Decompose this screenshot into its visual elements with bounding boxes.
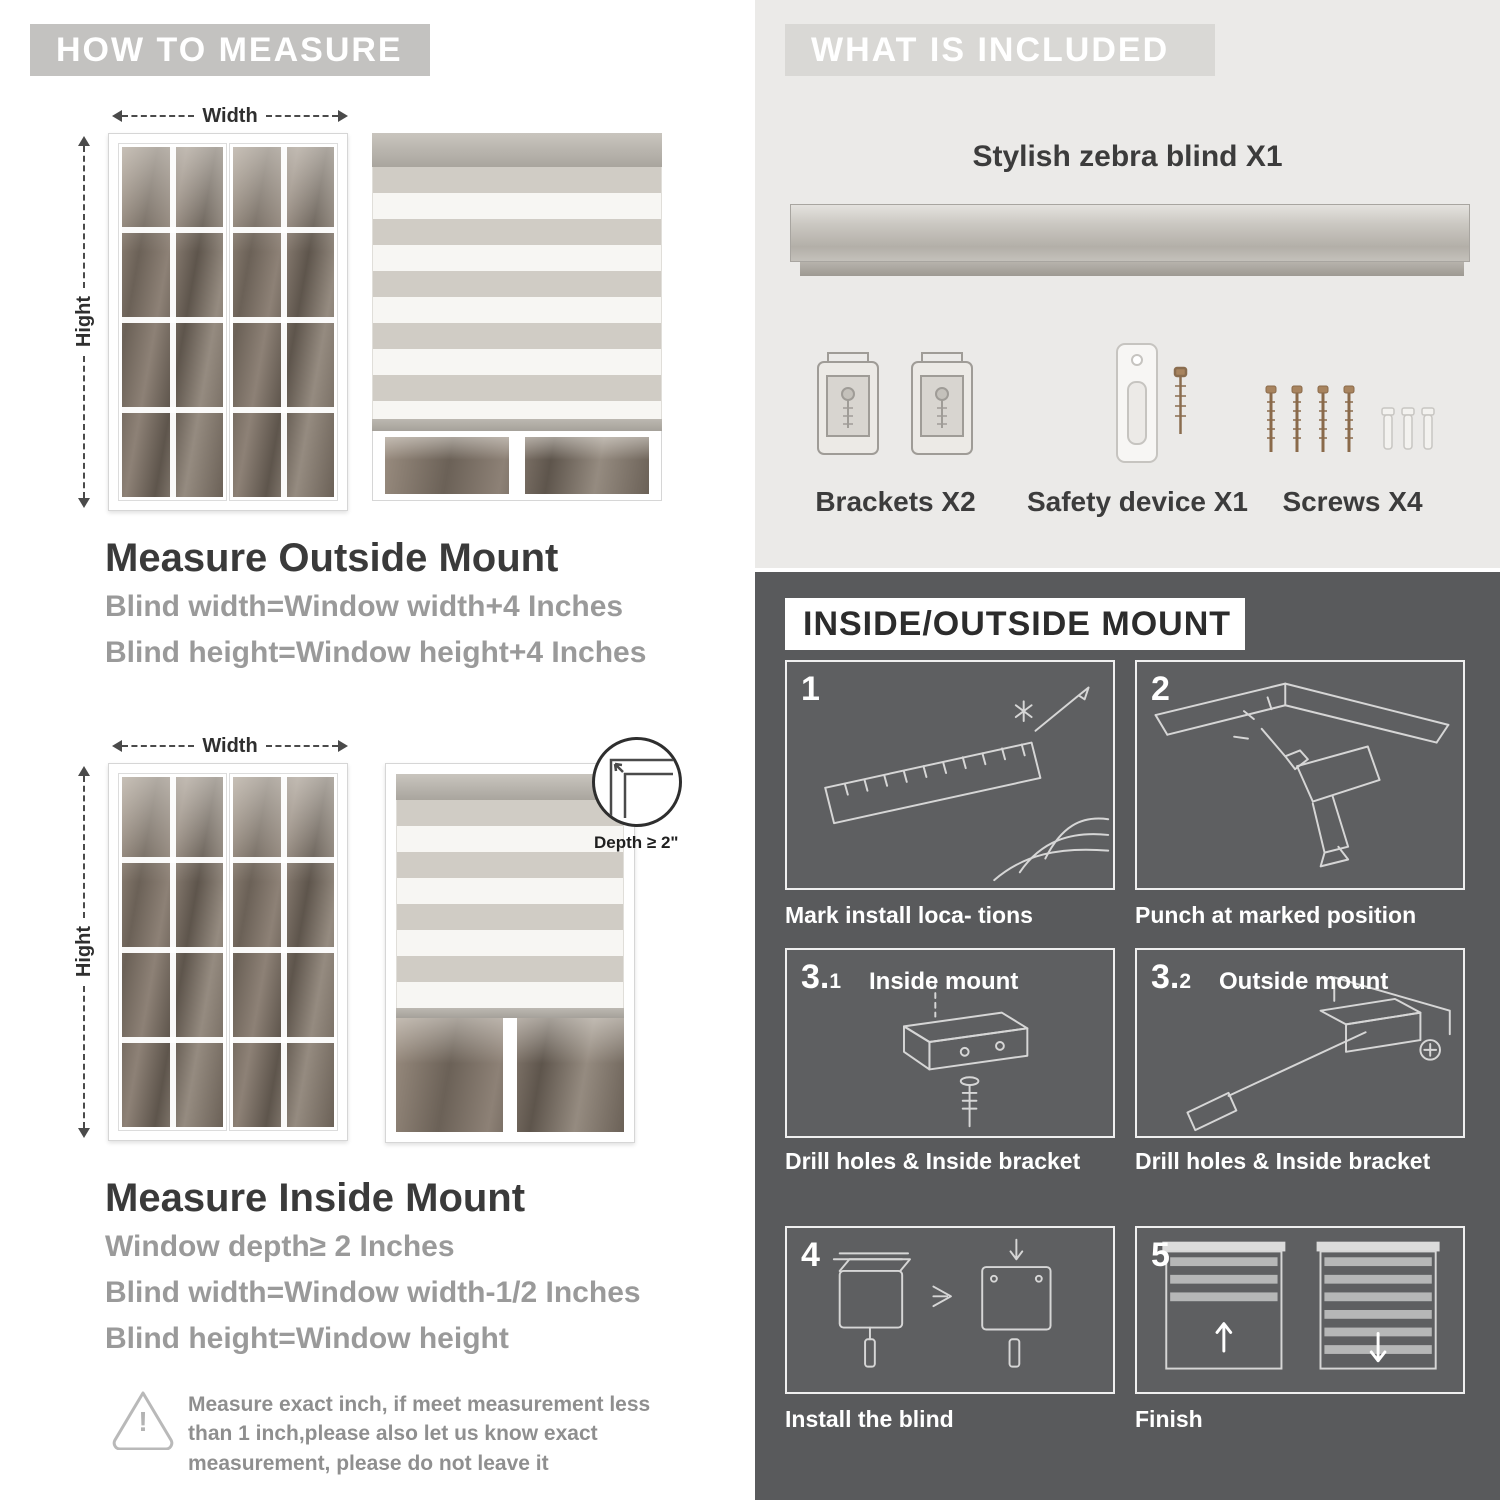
height-label-outside: Hight (72, 296, 95, 348)
height-label-inside: Hight (72, 926, 95, 978)
headrail-bottom-lip (800, 262, 1464, 276)
width-label-inside: Width (202, 734, 258, 757)
inside-mount-title: Measure Inside Mount (105, 1176, 526, 1220)
depth-callout-circle (592, 737, 682, 827)
step-number: 5 (1151, 1236, 1170, 1274)
blind-bottom-rail (396, 1008, 624, 1018)
step-caption-4: Install the blind (785, 1406, 954, 1432)
arrow-left-icon (112, 110, 122, 122)
arrow-right-icon (338, 110, 349, 122)
arrow-left-icon (112, 740, 122, 752)
mount-guide-header: INSIDE/OUTSIDE MOUNT (785, 598, 1245, 650)
outside-mount-line1: Blind width=Window width+4 Inches (105, 590, 624, 623)
width-arrow-outside: Width (112, 104, 349, 128)
safety-device-icon (1116, 343, 1188, 463)
step-caption-1: Mark install loca- tions (785, 902, 1033, 928)
step-caption-3-1: Drill holes & Inside bracket (785, 1148, 1081, 1174)
window-sash (118, 143, 227, 501)
install-blind-illustration (832, 1238, 1052, 1368)
depth-label: Depth ≥ 2" (594, 833, 679, 852)
brackets-icon (817, 352, 973, 455)
step-caption-3-2: Drill holes & Inside bracket (1135, 1148, 1431, 1174)
brackets-label: Brackets X2 (815, 486, 976, 517)
how-to-measure-header: HOW TO MEASURE (30, 24, 430, 76)
step-panel-2: 2 (1135, 660, 1465, 890)
window-sash (118, 773, 227, 1131)
width-arrow-inside: Width (112, 734, 349, 758)
step-number: 4 (801, 1236, 820, 1274)
arrow-right-icon (338, 740, 349, 752)
height-arrow-outside: Hight (72, 136, 96, 508)
step-caption-2: Punch at marked position (1135, 902, 1417, 928)
zebra-blind-illustration-inside (385, 763, 635, 1143)
blind-headrail (372, 133, 662, 167)
blind-stripes (396, 800, 624, 1008)
window-below-blind (396, 1018, 624, 1132)
inside-bracket-illustration (903, 982, 1029, 1128)
step-number: 2 (1151, 670, 1170, 708)
step-panel-3-2: 3.2 Outside mount (1135, 948, 1465, 1138)
width-label-outside: Width (202, 104, 258, 127)
step-caption-5: Finish (1135, 1406, 1203, 1432)
step-panel-1: 1 (785, 660, 1115, 890)
blind-bottom-rail (372, 419, 662, 431)
step-number: 3.1 (801, 958, 842, 996)
outside-bracket-illustration (1186, 976, 1451, 1132)
included-background (755, 0, 1500, 568)
height-arrow-inside: Hight (72, 766, 96, 1138)
arrow-up-icon (78, 136, 90, 146)
window-illustration-outside (108, 133, 348, 511)
step-inner-label: Inside mount (869, 968, 1019, 995)
blind-item-label: Stylish zebra blind X1 (972, 140, 1283, 173)
step-panel-3-1: 3.1 Inside mount (785, 948, 1115, 1138)
step-number: 1 (801, 670, 820, 708)
finish-illustration (1162, 1241, 1440, 1370)
arrow-up-icon (78, 766, 90, 776)
what-is-included-header: WHAT IS INCLUDED (785, 24, 1215, 76)
zebra-blind-headrail-image (790, 204, 1470, 262)
arrow-down-icon (78, 1128, 90, 1138)
inside-mount-line2: Blind width=Window width-1/2 Inches (105, 1276, 641, 1309)
step-inner-label: Outside mount (1219, 968, 1389, 995)
step-panel-5: 5 (1135, 1226, 1465, 1394)
outside-mount-line2: Blind height=Window height+4 Inches (105, 636, 647, 669)
drill-illustration (1154, 682, 1450, 868)
step-number: 3.2 (1151, 958, 1192, 996)
warning-exclamation: ! (138, 1406, 148, 1437)
window-corner-depth-icon (609, 758, 673, 818)
window-illustration-inside (108, 763, 348, 1141)
warning-icon: ! (110, 1388, 176, 1451)
step-panel-4: 4 (785, 1226, 1115, 1394)
arrow-down-icon (78, 498, 90, 508)
window-sash (229, 143, 338, 501)
outside-mount-title: Measure Outside Mount (105, 536, 559, 580)
inside-mount-line1: Window depth≥ 2 Inches (105, 1230, 455, 1263)
blind-stripes (372, 167, 662, 419)
window-below-blind (372, 431, 662, 501)
screws-icon (1265, 385, 1435, 452)
window-sash (229, 773, 338, 1131)
zebra-blind-illustration-outside (372, 133, 662, 501)
mark-locations-illustration (824, 686, 1110, 882)
warning-text: Measure exact inch, if meet measurement … (188, 1393, 651, 1475)
inside-mount-line3: Blind height=Window height (105, 1322, 509, 1355)
blind-headrail (396, 774, 624, 800)
screws-label: Screws X4 (1282, 486, 1423, 517)
safety-device-label: Safety device X1 (1026, 486, 1249, 517)
